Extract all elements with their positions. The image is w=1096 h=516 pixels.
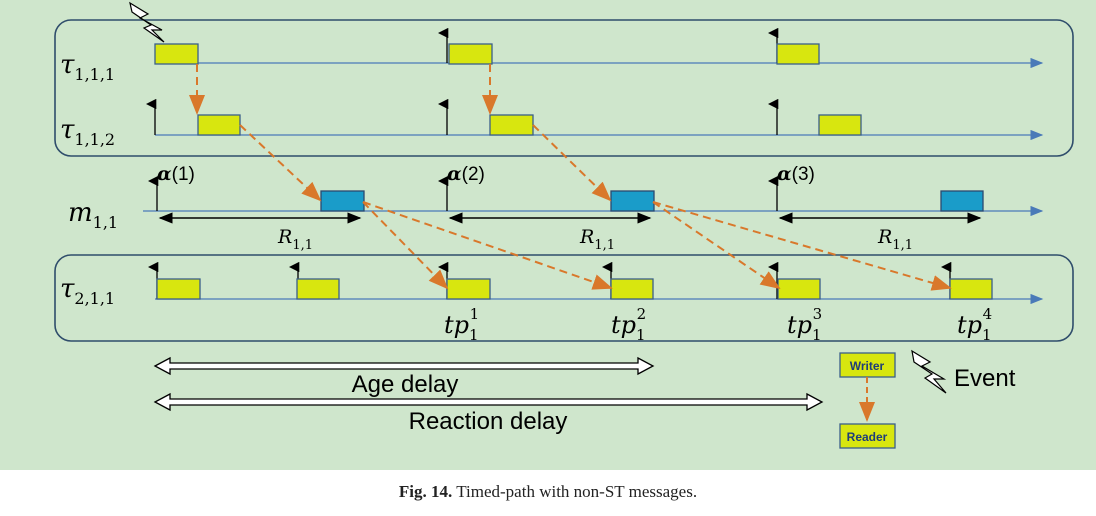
legend-event-bolt-icon [911, 349, 947, 394]
release-arrows-tau-112 [145, 98, 779, 135]
job-tau-112-1 [197, 114, 241, 136]
label-tau-211: τ2,1,1 [60, 274, 115, 308]
label-tau-112: τ1,1,2 [60, 115, 115, 149]
message-m-11-2 [610, 190, 655, 212]
response-label-3: R1,1 [877, 226, 913, 253]
figure-caption: Fig. 14. Timed-path with non-ST messages… [0, 482, 1096, 502]
job-tau-111-2 [448, 43, 493, 65]
lightning-bolt-icon [129, 1, 165, 43]
legend-reader-label: Reader [847, 430, 888, 444]
job-tau-211-2 [296, 278, 340, 300]
legend-reader-box [839, 423, 896, 449]
release-arrows-m-11 [147, 175, 779, 211]
alpha-label-1: α(1) [157, 163, 195, 185]
release-arrows-tau-111 [437, 27, 779, 63]
label-tau-111: τ1,1,1 [60, 50, 115, 84]
consumer-frame [54, 254, 1074, 342]
alpha-label-3: α(3) [777, 163, 815, 185]
tp-label-2: tp12 [611, 305, 646, 344]
age-delay-arrow [153, 356, 655, 376]
legend-writer-label: Writer [850, 359, 885, 373]
job-tau-211-5 [777, 278, 821, 300]
tp-label-4: tp14 [957, 305, 992, 344]
job-tau-211-3 [446, 278, 491, 300]
message-m-11-3 [940, 190, 984, 212]
age-delay-label: Age delay [352, 371, 459, 398]
legend-writer-box [839, 352, 896, 378]
job-tau-112-3 [818, 114, 862, 136]
figure-number: Fig. 14. [398, 482, 453, 501]
release-arrows-tau-211 [147, 261, 952, 299]
job-tau-112-2 [489, 114, 534, 136]
job-tau-111-1 [154, 43, 199, 65]
job-tau-211-6 [949, 278, 993, 300]
timed-path-diagram: τ1,1,1 τ1,1,2 m1,1 τ2,1,1 [54, 1, 1074, 449]
response-label-2: R1,1 [579, 226, 615, 253]
job-tau-211-4 [610, 278, 654, 300]
job-tau-111-3 [776, 43, 820, 65]
message-m-11-1 [320, 190, 365, 212]
reaction-delay-label: Reaction delay [409, 408, 568, 435]
data-flow-arrows [189, 64, 952, 291]
alpha-label-2: α(2) [447, 163, 485, 185]
legend-event-label: Event [954, 365, 1016, 392]
figure-caption-text: Timed-path with non-ST messages. [456, 482, 698, 501]
job-tau-211-1 [156, 278, 201, 300]
label-m-11: m1,1 [68, 198, 118, 232]
diagram-canvas: τ1,1,1 τ1,1,2 m1,1 τ2,1,1 [0, 0, 1096, 470]
tp-label-1: tp11 [444, 305, 479, 344]
tp-label-3: tp13 [787, 305, 822, 344]
reaction-delay-arrow [153, 392, 824, 412]
response-label-1: R1,1 [277, 226, 313, 253]
